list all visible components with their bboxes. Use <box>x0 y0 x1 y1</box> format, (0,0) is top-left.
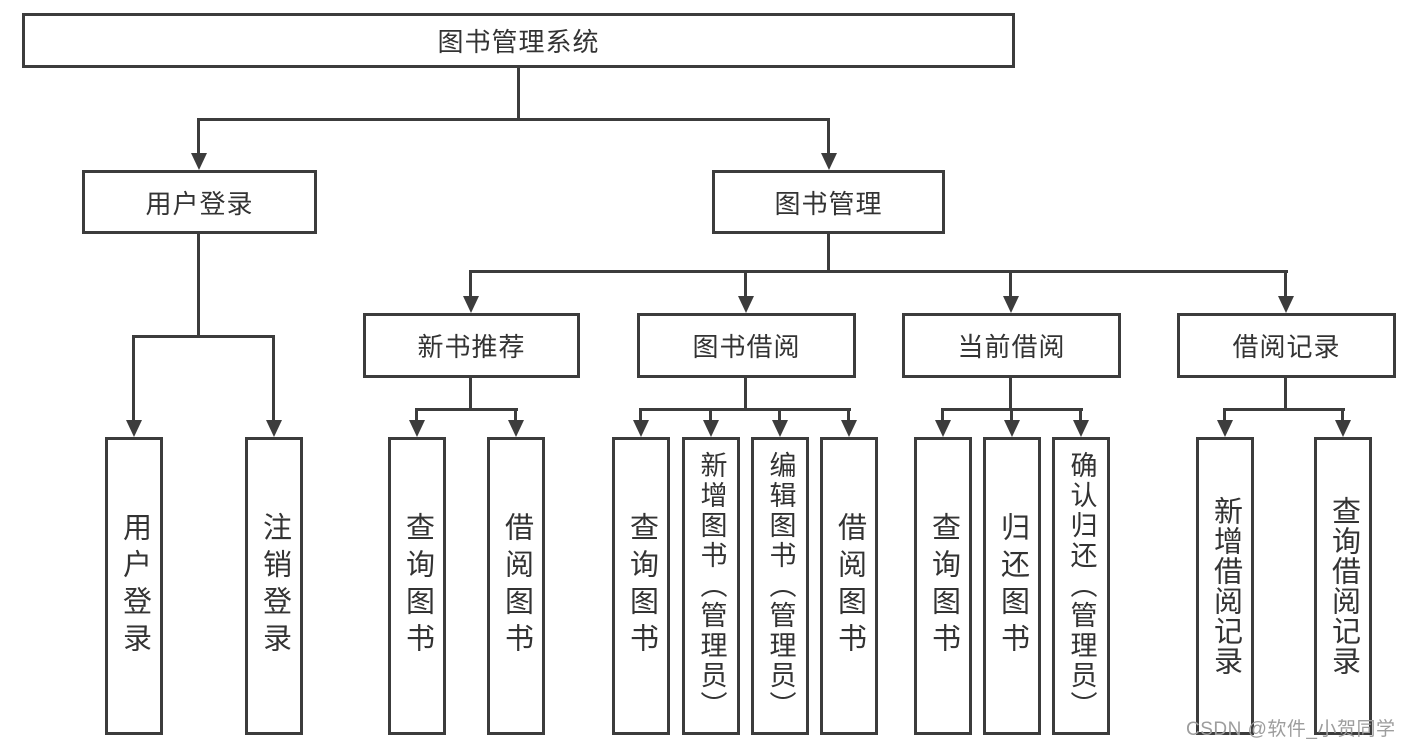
connector-line <box>1223 408 1226 421</box>
leaf-records-query-record: 查询借阅记录 <box>1314 437 1372 735</box>
connector-line <box>471 270 1288 273</box>
arrow-down-icon <box>1003 296 1019 313</box>
arrow-down-icon <box>935 420 951 437</box>
node-user-login-label: 用户登录 <box>145 188 254 219</box>
leaf-recommend-query-books-label: 查询图书 <box>401 512 434 660</box>
connector-line <box>272 335 275 421</box>
arrow-down-icon <box>1217 420 1233 437</box>
arrow-down-icon <box>463 296 479 313</box>
arrow-down-icon <box>126 420 142 437</box>
leaf-current-query-books: 查询图书 <box>914 437 972 735</box>
arrow-down-icon <box>191 153 207 170</box>
arrow-down-icon <box>266 420 282 437</box>
node-current-borrow-label: 当前借阅 <box>957 332 1066 362</box>
node-borrow-records: 借阅记录 <box>1177 313 1396 378</box>
connector-line <box>1284 270 1287 297</box>
leaf-records-add-record-label: 新增借阅记录 <box>1209 496 1242 676</box>
arrow-down-icon <box>409 420 425 437</box>
leaf-records-query-record-label: 查询借阅记录 <box>1327 496 1360 676</box>
connector-line <box>1341 408 1344 421</box>
connector-line <box>827 118 830 153</box>
csdn-watermark: CSDN @软件_小贺同学 <box>1186 719 1396 740</box>
leaf-current-query-books-label: 查询图书 <box>927 512 960 660</box>
leaf-borrow-edit-books: 编辑图书（管理员） <box>751 437 809 735</box>
connector-line <box>517 68 520 119</box>
connector-line <box>778 408 781 421</box>
connector-line <box>469 270 472 297</box>
connector-line <box>1225 408 1345 411</box>
node-root: 图书管理系统 <box>22 13 1015 68</box>
leaf-current-confirm-return-label: 确认归还（管理员） <box>1066 451 1097 721</box>
node-borrow-records-label: 借阅记录 <box>1232 332 1341 362</box>
connector-line <box>941 408 944 421</box>
node-user-login: 用户登录 <box>82 170 317 234</box>
connector-line <box>827 234 830 271</box>
leaf-borrow-add-books-label: 新增图书（管理员） <box>696 451 727 721</box>
arrow-down-icon <box>703 420 719 437</box>
connector-line <box>415 408 418 421</box>
connector-line <box>641 408 851 411</box>
leaf-user-login: 用户登录 <box>105 437 163 735</box>
node-new-book-recommend: 新书推荐 <box>363 313 580 378</box>
node-new-book-recommend-label: 新书推荐 <box>417 332 526 362</box>
connector-line <box>847 408 850 421</box>
connector-line <box>1010 408 1013 421</box>
leaf-borrow-query-books-label: 查询图书 <box>625 512 658 660</box>
leaf-current-confirm-return: 确认归还（管理员） <box>1052 437 1110 735</box>
connector-line <box>197 234 200 335</box>
arrow-down-icon <box>508 420 524 437</box>
leaf-current-return-books: 归还图书 <box>983 437 1041 735</box>
leaf-current-return-books-label: 归还图书 <box>996 512 1029 660</box>
connector-line <box>132 335 135 421</box>
connector-line <box>199 118 830 121</box>
connector-line <box>744 378 747 409</box>
connector-line <box>469 378 472 409</box>
leaf-recommend-borrow-books: 借阅图书 <box>487 437 545 735</box>
leaf-logout-login: 注销登录 <box>245 437 303 735</box>
arrow-down-icon <box>772 420 788 437</box>
connector-line <box>514 408 517 421</box>
leaf-borrow-borrow-books: 借阅图书 <box>820 437 878 735</box>
node-book-management: 图书管理 <box>712 170 945 234</box>
connector-line <box>134 335 275 338</box>
node-book-borrow: 图书借阅 <box>637 313 856 378</box>
connector-line <box>1009 270 1012 297</box>
leaf-records-add-record: 新增借阅记录 <box>1196 437 1254 735</box>
connector-line <box>1009 378 1012 409</box>
connector-line <box>943 408 1083 411</box>
leaf-borrow-edit-books-label: 编辑图书（管理员） <box>765 451 796 721</box>
arrow-down-icon <box>633 420 649 437</box>
connector-line <box>639 408 642 421</box>
arrow-down-icon <box>1004 420 1020 437</box>
arrow-down-icon <box>738 296 754 313</box>
leaf-recommend-query-books: 查询图书 <box>388 437 446 735</box>
node-root-label: 图书管理系统 <box>437 27 600 57</box>
connector-line <box>1284 378 1287 409</box>
leaf-borrow-query-books: 查询图书 <box>612 437 670 735</box>
arrow-down-icon <box>1073 420 1089 437</box>
connector-line <box>417 408 518 411</box>
arrow-down-icon <box>1278 296 1294 313</box>
node-book-borrow-label: 图书借阅 <box>692 332 801 362</box>
arrow-down-icon <box>821 153 837 170</box>
node-current-borrow: 当前借阅 <box>902 313 1121 378</box>
connector-line <box>709 408 712 421</box>
leaf-borrow-add-books: 新增图书（管理员） <box>682 437 740 735</box>
leaf-borrow-borrow-books-label: 借阅图书 <box>833 512 866 660</box>
arrow-down-icon <box>841 420 857 437</box>
node-book-management-label: 图书管理 <box>774 188 883 219</box>
connector-line <box>744 270 747 297</box>
arrow-down-icon <box>1335 420 1351 437</box>
connector-line <box>1079 408 1082 421</box>
connector-line <box>197 118 200 153</box>
leaf-user-login-label: 用户登录 <box>118 512 151 660</box>
leaf-logout-login-label: 注销登录 <box>258 512 291 660</box>
leaf-recommend-borrow-books-label: 借阅图书 <box>500 512 533 660</box>
